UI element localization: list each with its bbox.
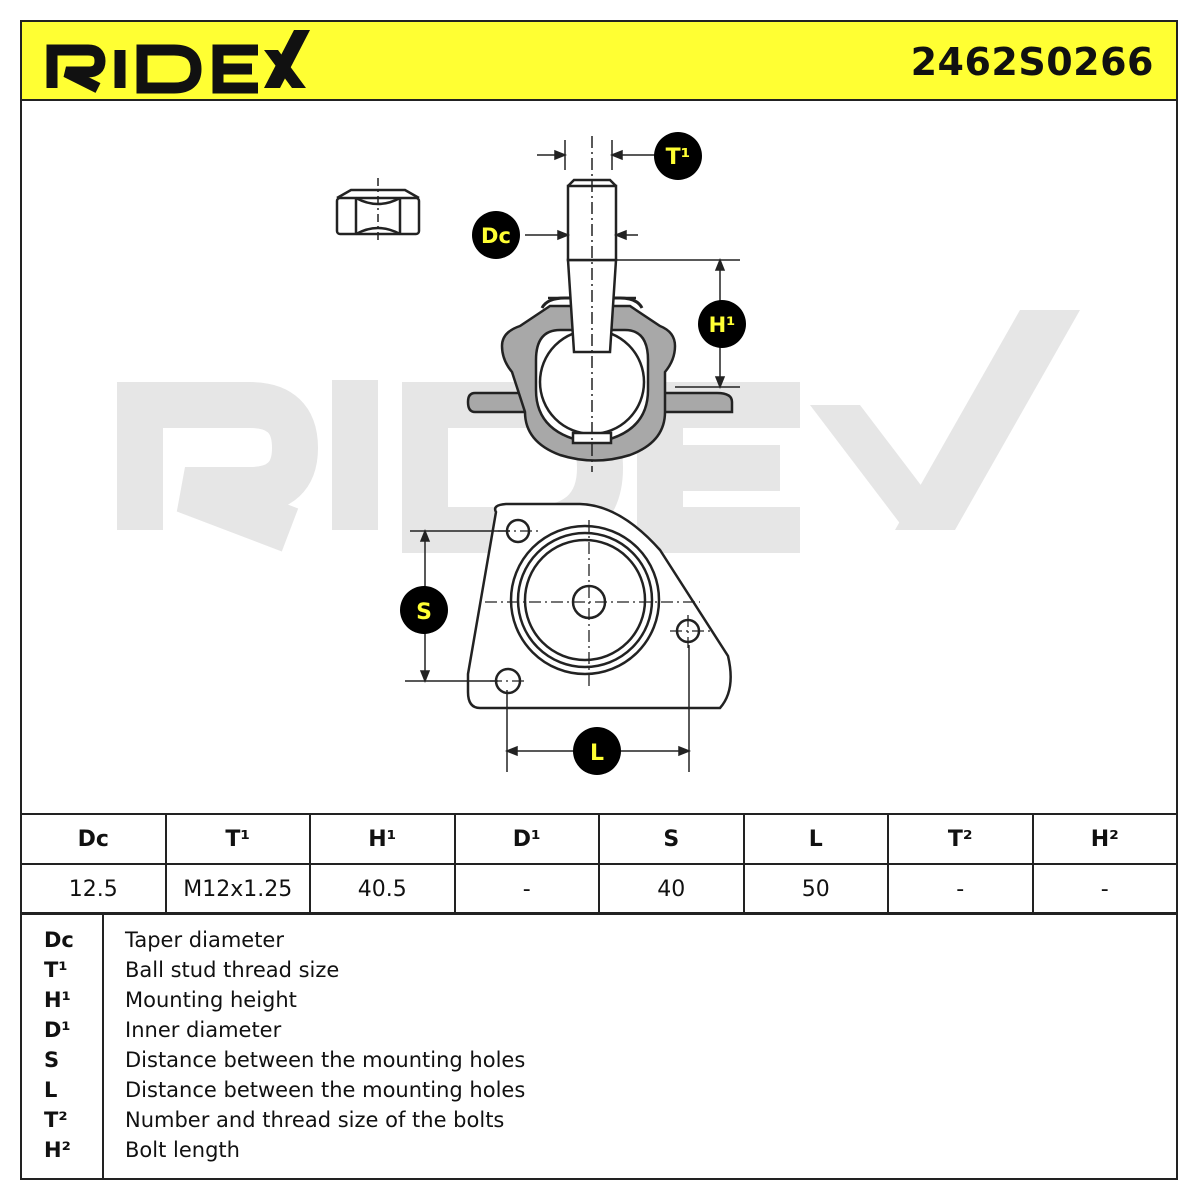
legend-text: Inner diameter: [125, 1018, 282, 1042]
ridex-watermark-x: [810, 310, 1080, 530]
spec-value-cell: M12x1.25: [164, 863, 311, 915]
spec-value-cell: -: [453, 863, 600, 915]
legend-code: L: [44, 1078, 58, 1102]
spec-header-cell: T¹: [164, 813, 311, 865]
spec-value-row: 12.5 M12x1.25 40.5 - 40 50 - -: [20, 863, 1178, 915]
legend-item: Dc Taper diameter: [22, 928, 1176, 958]
legend-item: H² Bolt length: [22, 1138, 1176, 1168]
legend-item: T¹ Ball stud thread size: [22, 958, 1176, 988]
nut-icon: [335, 178, 421, 244]
legend-text: Taper diameter: [125, 928, 284, 952]
callout-dc: Dc: [472, 211, 520, 259]
technical-diagram: T¹ Dc H¹ S L: [117, 132, 1080, 775]
spec-header-cell: Dc: [20, 813, 167, 865]
legend-code: H²: [44, 1138, 71, 1162]
header-bar: 2462S0266: [20, 20, 1178, 101]
legend-text: Mounting height: [125, 988, 297, 1012]
legend-text: Number and thread size of the bolts: [125, 1108, 505, 1132]
ridex-logo: [46, 30, 310, 94]
svg-text:H¹: H¹: [709, 313, 736, 337]
spec-value-cell: 40.5: [309, 863, 456, 915]
legend-item: H¹ Mounting height: [22, 988, 1176, 1018]
spec-value-cell: 12.5: [20, 863, 167, 915]
spec-header-cell: H²: [1031, 813, 1178, 865]
svg-text:S: S: [416, 600, 432, 625]
legend-item: T² Number and thread size of the bolts: [22, 1108, 1176, 1138]
spec-value-cell: -: [887, 863, 1034, 915]
legend-code: D¹: [44, 1018, 71, 1042]
spec-value-cell: 40: [598, 863, 745, 915]
legend-item: L Distance between the mounting holes: [22, 1078, 1176, 1108]
callout-l: L: [573, 727, 621, 775]
legend-code: T²: [44, 1108, 68, 1132]
legend-code: Dc: [44, 928, 74, 952]
flange-top-view: [466, 502, 732, 710]
svg-text:L: L: [590, 741, 604, 766]
legend-divider: [102, 914, 104, 1178]
legend-text: Distance between the mounting holes: [125, 1078, 526, 1102]
spec-header-cell: T²: [887, 813, 1034, 865]
legend-item: S Distance between the mounting holes: [22, 1048, 1176, 1078]
spec-header-row: Dc T¹ H¹ D¹ S L T² H²: [20, 813, 1178, 865]
spec-table: Dc T¹ H¹ D¹ S L T² H² 12.5 M12x1.25 40.5…: [20, 813, 1178, 915]
spec-header-cell: H¹: [309, 813, 456, 865]
legend-code: H¹: [44, 988, 71, 1012]
spec-value-cell: 50: [742, 863, 889, 915]
legend-code: S: [44, 1048, 60, 1072]
svg-text:Dc: Dc: [481, 224, 511, 248]
legend-item: D¹ Inner diameter: [22, 1018, 1176, 1048]
callout-t1: T¹: [654, 132, 702, 180]
legend: Dc Taper diameter T¹ Ball stud thread si…: [20, 912, 1178, 1180]
part-number: 2462S0266: [910, 40, 1154, 84]
legend-text: Bolt length: [125, 1138, 240, 1162]
legend-text: Distance between the mounting holes: [125, 1048, 526, 1072]
spec-value-cell: -: [1031, 863, 1178, 915]
ball-joint-side-view: [466, 136, 734, 472]
spec-header-cell: D¹: [453, 813, 600, 865]
spec-header-cell: S: [598, 813, 745, 865]
spec-header-cell: L: [742, 813, 889, 865]
callout-h1: H¹: [698, 300, 746, 348]
legend-text: Ball stud thread size: [125, 958, 340, 982]
legend-code: T¹: [44, 958, 68, 982]
callout-s: S: [400, 586, 448, 634]
svg-text:T¹: T¹: [666, 145, 691, 170]
